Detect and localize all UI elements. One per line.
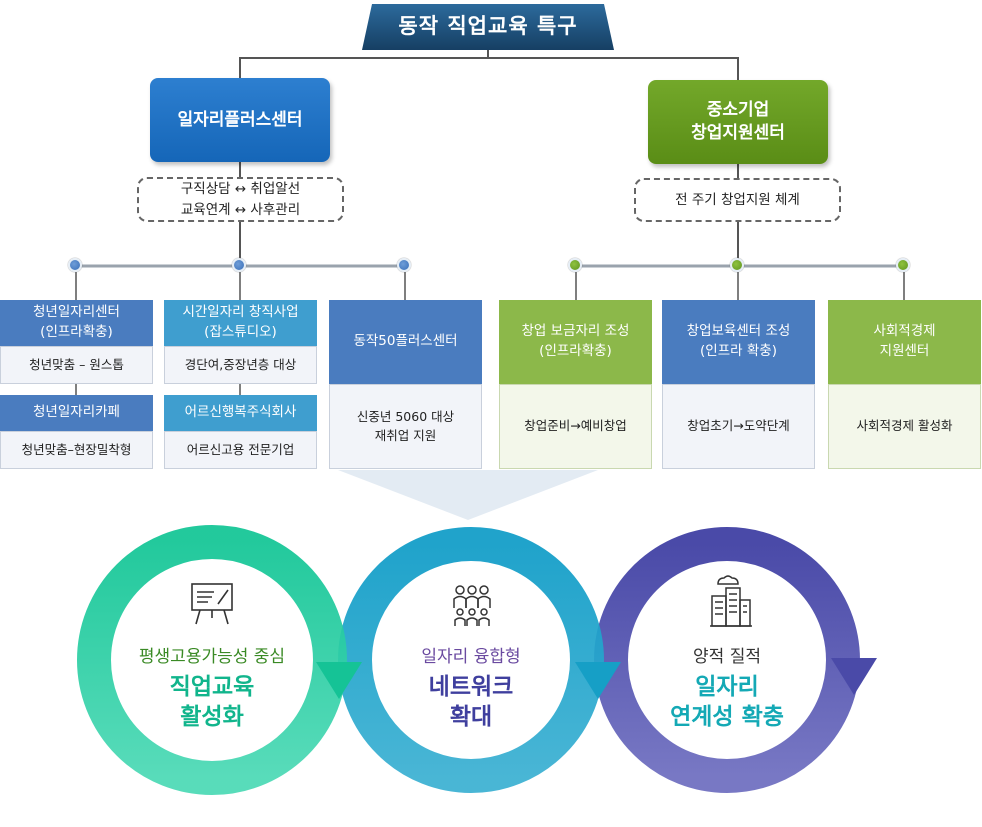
arrow-head	[575, 662, 621, 699]
job-flow-line1: 구직상담 ↔ 취업알선	[180, 181, 301, 198]
youth-job-cafe-head: 청년일자리카페	[0, 395, 153, 431]
startup-center-title-line1: 중소기업	[706, 100, 770, 121]
circle3-title-line2: 연계성 확충	[670, 703, 784, 730]
circle2-title-line1: 네트워크	[428, 674, 514, 700]
startup-nest-body: 창업준비→예비창업	[499, 384, 652, 469]
circle2-subtitle: 일자리 융합형	[421, 647, 521, 667]
circle3-label: 양적 질적 일자리 연계성 확충	[627, 642, 827, 733]
startup-center-title-line2: 창업지원센터	[691, 123, 785, 143]
building-cloud-icon	[710, 575, 752, 627]
circle1-title-line2: 활성화	[180, 703, 244, 730]
incubator-body: 창업초기→도약단계	[662, 384, 815, 469]
job-service-flow: 구직상담 ↔ 취업알선 교육연계 ↔ 사후관리	[137, 177, 344, 222]
youth-center-title: 청년일자리센터	[33, 304, 120, 321]
node-dot	[397, 258, 411, 272]
social-economy-subtitle: 지원센터	[879, 343, 930, 359]
circle3-subtitle: 양적 질적	[693, 647, 761, 667]
node-dot	[68, 258, 82, 272]
incubator-title: 창업보육센터 조성	[686, 323, 791, 340]
part-time-job-body: 경단여,중장년층 대상	[164, 346, 317, 384]
youth-job-cafe-body: 청년맞춤–현장밀착형	[0, 431, 153, 469]
node-dot	[568, 258, 582, 272]
startup-flow: 전 주기 창업지원 체계	[634, 178, 841, 222]
dongjak50-head: 동작50플러스센터	[329, 300, 482, 384]
part-time-job-head: 시간일자리 창직사업 (잡스튜디오)	[164, 300, 317, 346]
ring-vocational-education	[77, 525, 347, 795]
circle1-label: 평생고용가능성 중심 직업교육 활성화	[112, 642, 312, 733]
presentation-board-icon	[191, 583, 233, 625]
youth-center-subtitle: (인프라확충)	[40, 324, 113, 340]
social-economy-head: 사회적경제 지원센터	[828, 300, 981, 384]
circle3-title-line1: 일자리	[695, 674, 759, 700]
senior-company-head: 어르신행복주식회사	[164, 395, 317, 431]
youth-job-center-body: 청년맞춤 – 원스톱	[0, 346, 153, 384]
circle1-title-line1: 직업교육	[169, 674, 255, 700]
circle2-label: 일자리 융합형 네트워크 확대	[371, 642, 571, 733]
dongjak50-body: 신중년 5060 대상 재취업 지원	[329, 384, 482, 469]
social-economy-body: 사회적경제 활성화	[828, 384, 981, 469]
startup-nest-subtitle: (인프라확충)	[539, 343, 612, 359]
incubator-head: 창업보육센터 조성 (인프라 확충)	[662, 300, 815, 384]
people-group-icon	[453, 585, 491, 626]
dongjak50-body-line1: 신중년 5060 대상	[356, 409, 455, 425]
job-plus-center-box: 일자리플러스센터	[150, 78, 330, 162]
circles-graphic	[77, 525, 877, 795]
dongjak50-body-line2: 재취업 지원	[374, 427, 437, 443]
incubator-subtitle: (인프라 확충)	[700, 343, 777, 359]
job-flow-line2: 교육연계 ↔ 사후관리	[180, 201, 301, 218]
node-dot	[896, 258, 910, 272]
senior-company-body: 어르신고용 전문기업	[164, 431, 317, 469]
arrow-head	[831, 658, 877, 695]
part-time-title: 시간일자리 창직사업	[182, 304, 299, 321]
job-plus-center-title: 일자리플러스센터	[177, 109, 303, 130]
circle1-subtitle: 평생고용가능성 중심	[138, 647, 286, 667]
ring-network	[338, 527, 604, 793]
startup-flow-text: 전 주기 창업지원 체계	[675, 191, 800, 208]
node-dot	[730, 258, 744, 272]
startup-nest-title: 창업 보금자리 조성	[521, 323, 630, 340]
main-title: 동작 직업교육 특구	[398, 14, 578, 38]
startup-nest-head: 창업 보금자리 조성 (인프라확충)	[499, 300, 652, 384]
circle2-title-line2: 확대	[449, 703, 493, 730]
part-time-subtitle: (잡스튜디오)	[204, 324, 277, 340]
title-banner: 동작 직업교육 특구	[362, 2, 614, 52]
arrow-head	[316, 662, 362, 699]
startup-support-center-box: 중소기업 창업지원센터	[648, 80, 828, 164]
social-economy-title: 사회적경제	[873, 323, 936, 340]
youth-job-center-head: 청년일자리센터 (인프라확충)	[0, 300, 153, 346]
node-dot	[232, 258, 246, 272]
